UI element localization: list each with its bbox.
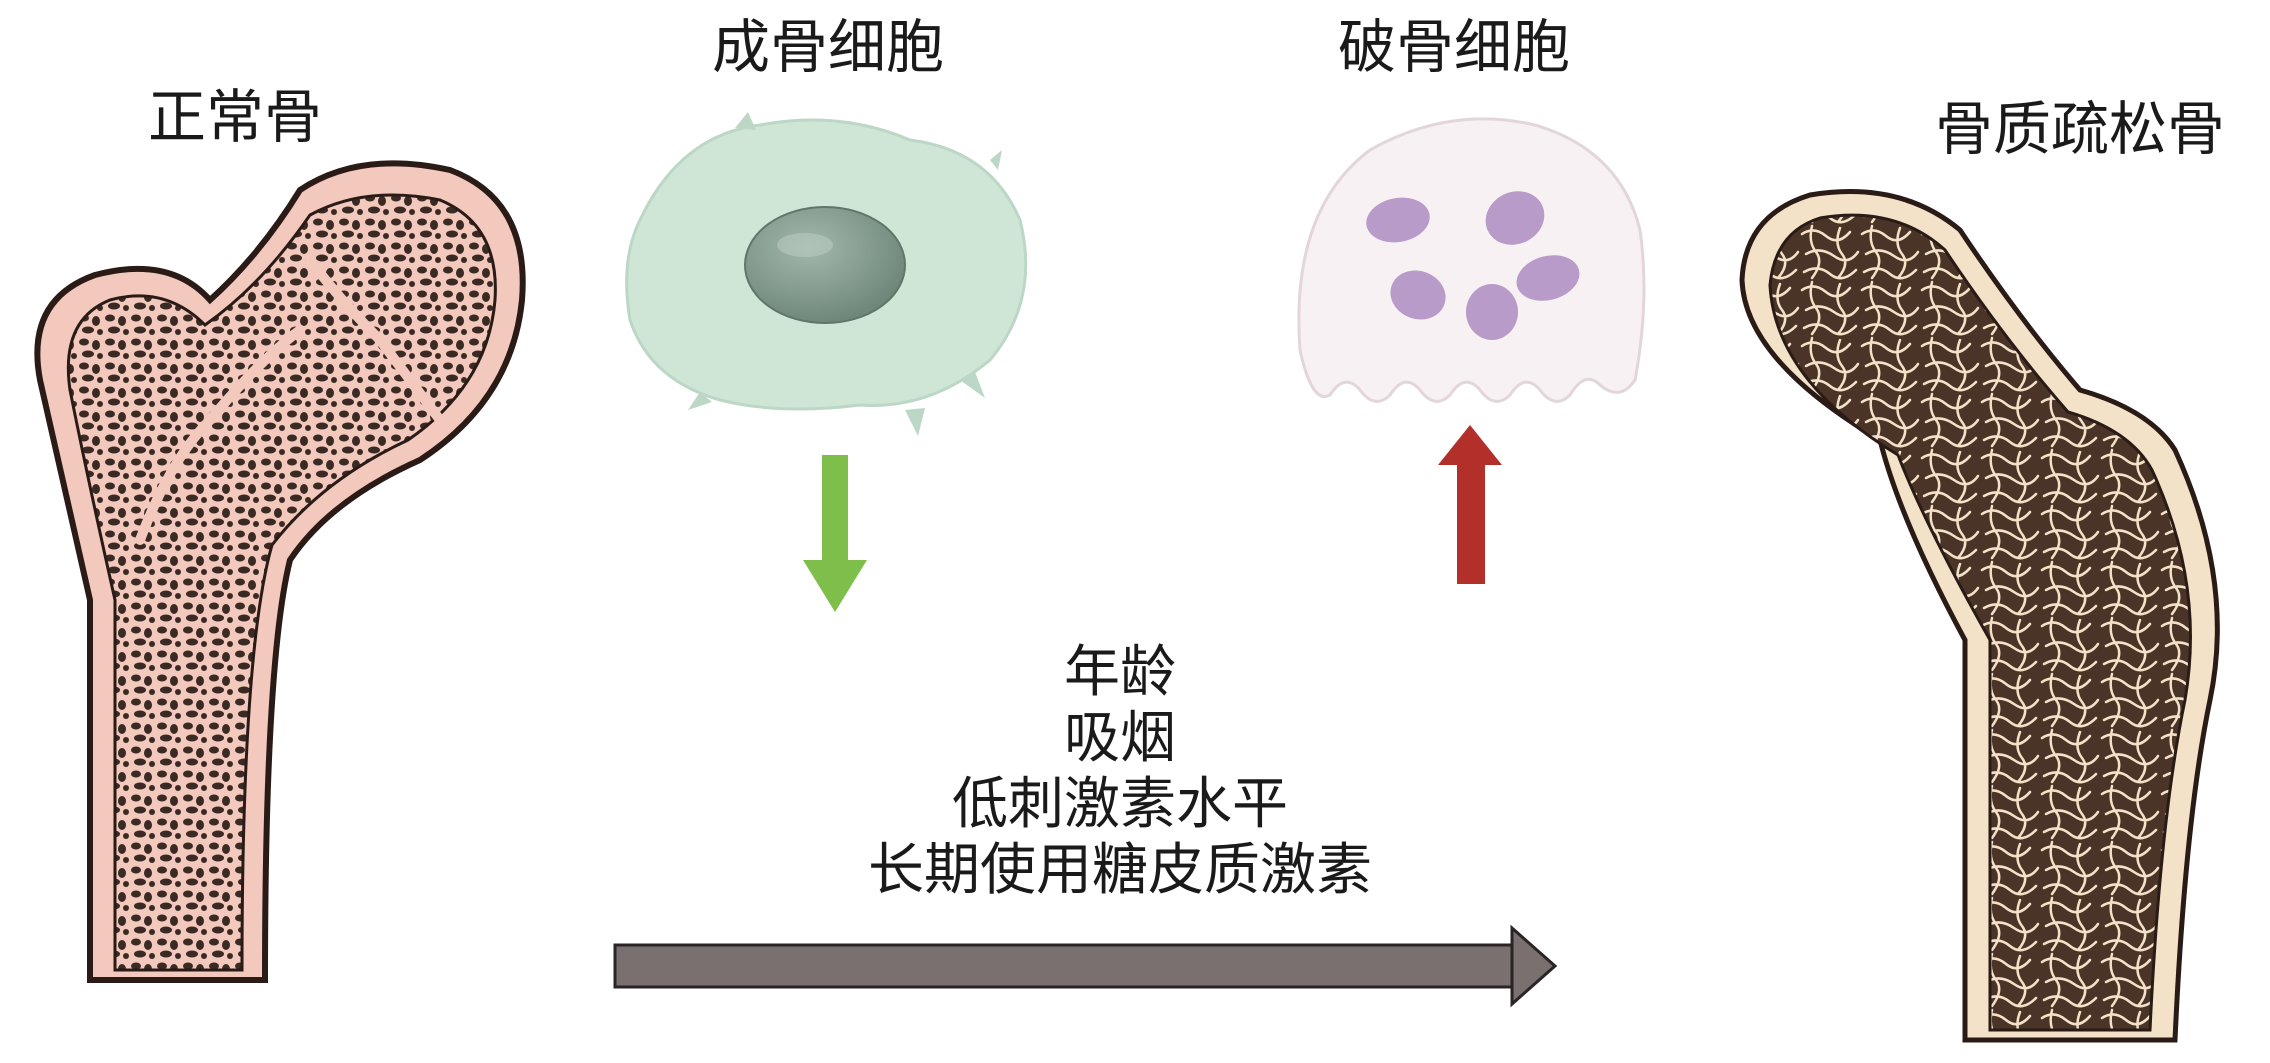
normal-bone-trabecular-core [66,193,497,972]
risk-factor-glucocorticoids: 长期使用糖皮质激素 [868,838,1372,903]
risk-factor-list: 年龄 吸烟 低刺激素水平 长期使用糖皮质激素 [780,640,1460,904]
osteoporotic-bone-illustration [1739,189,2220,1043]
arrow-right-icon [613,924,1558,1008]
osteoporotic-bone-label: 骨质疏松骨 [1935,95,2226,163]
osteoclast-label: 破骨细胞 [1338,13,1571,81]
risk-factor-age: 年龄 [1064,640,1176,705]
risk-factor-smoking: 吸烟 [1064,706,1176,771]
osteoclast-body [1297,117,1646,403]
normal-bone-illustration [34,160,526,983]
risk-factor-low-hormone: 低刺激素水平 [952,772,1288,837]
arrow-up-icon [1438,425,1502,584]
osteoblast-label: 成骨细胞 [712,13,945,81]
normal-bone-cortical-line [135,255,445,545]
osteoclast-nuclei [1366,191,1580,340]
osteoclast-cell [1297,117,1646,403]
normal-bone-label: 正常骨 [148,83,323,151]
osteoblast-nucleus [744,206,906,324]
osteoblast-cell [625,112,1028,436]
arrow-down-icon [803,455,867,612]
osteoporotic-bone-trabecular-core [1768,213,2192,1032]
